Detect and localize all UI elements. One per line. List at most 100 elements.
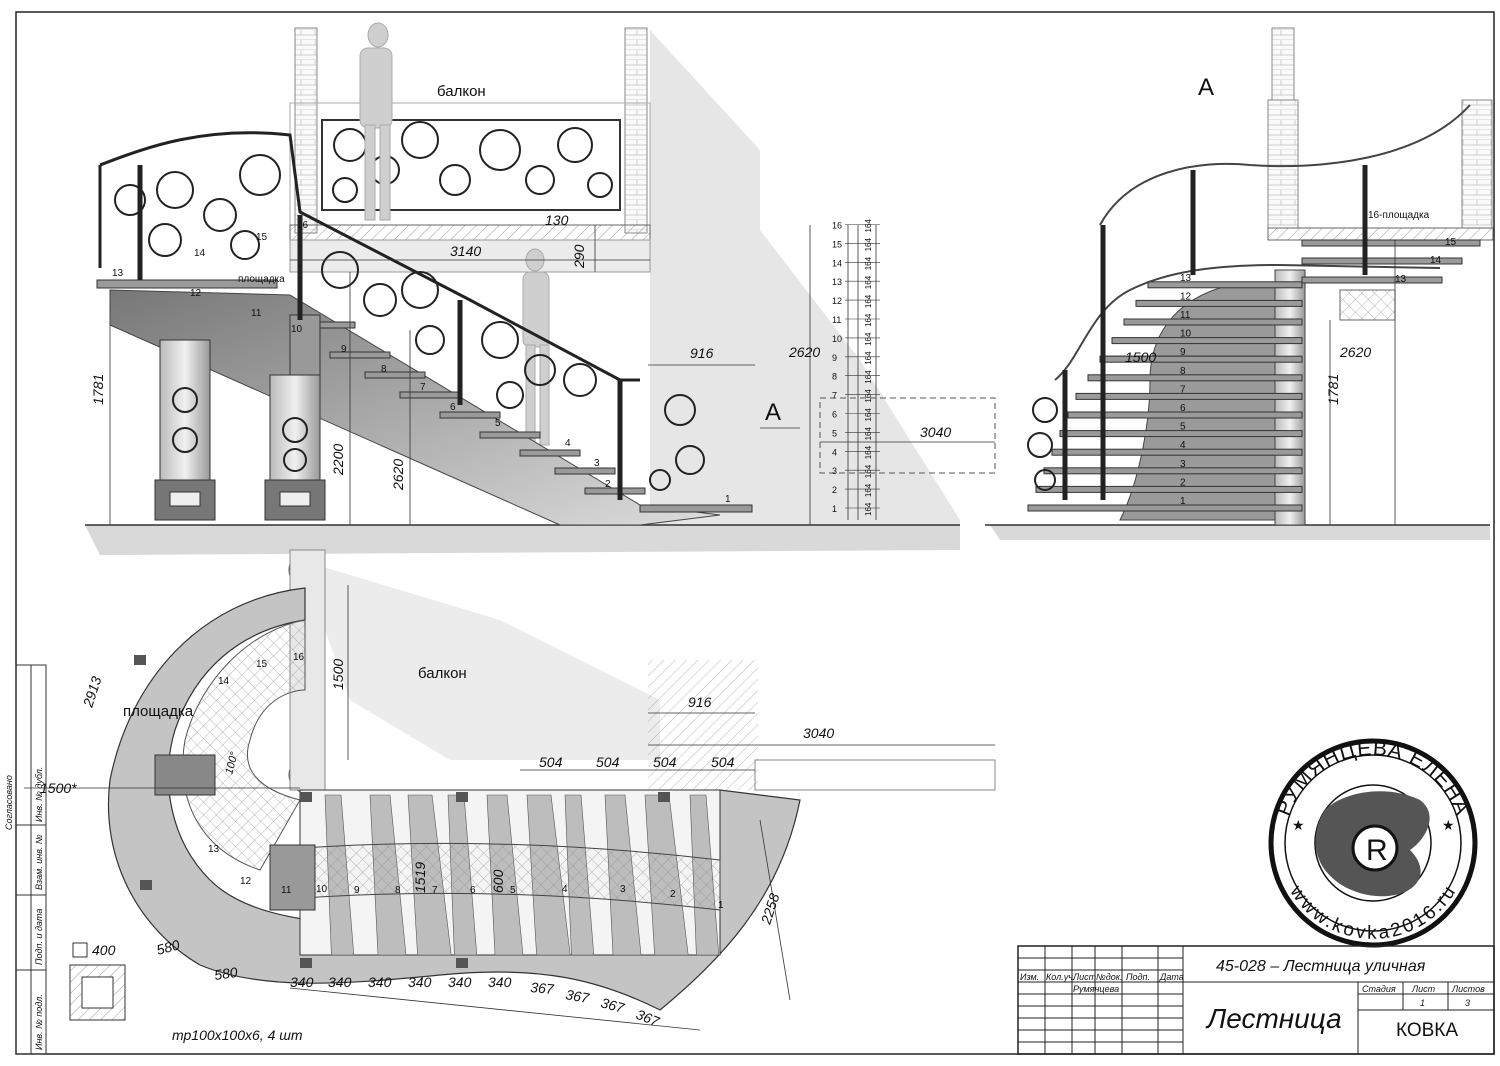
section-step-4: 4 — [1180, 440, 1186, 451]
dim-1781: 1781 — [90, 374, 106, 405]
scale-level-9: 9 — [832, 353, 837, 363]
section-step-3: 3 — [1180, 459, 1186, 470]
step-10: 10 — [291, 324, 303, 335]
scale-level-14: 14 — [832, 258, 842, 268]
company-stamp: R ★ ★ — [1268, 738, 1478, 948]
tb-document-title: 45-028 – Лестница уличная — [1216, 958, 1426, 975]
dim-bottom-7: 340 — [488, 974, 512, 990]
plan-step-9: 9 — [354, 885, 360, 896]
plan-step-14: 14 — [218, 676, 230, 687]
balcony-label: балкон — [437, 83, 486, 100]
plan-step-5: 5 — [510, 885, 516, 896]
riser-height-6: 164 — [864, 408, 873, 422]
dim-bottom-3: 340 — [328, 974, 352, 990]
tb-author: Румянцева — [1073, 984, 1119, 994]
step-1: 1 — [725, 494, 731, 505]
scale-level-11: 11 — [832, 315, 841, 325]
section-step-10: 10 — [1180, 329, 1192, 340]
section-tread — [1059, 430, 1303, 438]
riser-height-5: 164 — [864, 427, 873, 441]
svg-text:★: ★ — [1442, 817, 1455, 833]
landing-label-elevation: площадка — [238, 274, 285, 285]
step-12: 12 — [190, 288, 202, 299]
section-tread — [1111, 337, 1303, 345]
step-5: 5 — [495, 418, 501, 429]
tb-col-list: Лист — [1072, 972, 1097, 982]
left-strip — [15, 664, 47, 1055]
riser-height-4: 164 — [864, 445, 873, 459]
plan-step-13: 13 — [208, 844, 220, 855]
dim-3140: 3140 — [450, 243, 481, 259]
scale-level-5: 5 — [832, 428, 837, 438]
step-11: 11 — [251, 308, 262, 319]
dim-bottom-5: 340 — [408, 974, 432, 990]
dim-2620-left: 2620 — [390, 459, 406, 491]
riser-height-10: 164 — [864, 332, 873, 346]
scale-level-4: 4 — [832, 447, 837, 457]
pipe-note: тр100х100х6, 4 шт — [172, 1027, 303, 1043]
plan-step-3: 3 — [620, 884, 626, 895]
section-tread — [1147, 281, 1303, 289]
tb-col-data: Дата — [1159, 972, 1184, 982]
scale-level-3: 3 — [832, 466, 837, 476]
landing-label-plan: площадка — [123, 703, 194, 720]
title-block — [1017, 945, 1495, 1055]
side-label-sign-date: Подп. и дата — [34, 909, 44, 965]
section-step-13b: 13 — [1395, 274, 1407, 285]
dim-bottom-1: 580 — [213, 964, 239, 983]
svg-text:★: ★ — [1292, 817, 1305, 833]
section-arrow-label: A — [765, 399, 781, 426]
dim-bottom-10: 367 — [599, 994, 627, 1016]
angle-label: 100° — [223, 750, 241, 776]
step-9: 9 — [341, 344, 347, 355]
dim-2620-top: 2620 — [788, 344, 820, 360]
tb-drawing-name: Лестница — [1205, 1003, 1342, 1034]
section-step-5: 5 — [1180, 422, 1186, 433]
tb-sheets-total: 3 — [1465, 998, 1470, 1008]
plan-step-1: 1 — [718, 900, 724, 911]
tb-col-ndok: №док. — [1096, 972, 1122, 982]
tb-sheet-header: Лист — [1411, 984, 1436, 994]
tb-col-izm: Изм. — [1020, 972, 1039, 982]
section-treads — [1027, 281, 1303, 512]
plan-step-12: 12 — [240, 876, 252, 887]
dim-plan-1500h: 1500* — [40, 780, 77, 796]
plan-step-10: 10 — [316, 884, 328, 895]
section-step-2: 2 — [1180, 477, 1186, 488]
dim-bottom-9: 367 — [564, 986, 591, 1006]
step-7: 7 — [420, 382, 426, 393]
section-tread — [1135, 299, 1303, 307]
riser-height-3: 164 — [864, 464, 873, 478]
plan-step-8: 8 — [395, 885, 401, 896]
step-16: 16 — [297, 220, 309, 231]
dim-plan-400: 400 — [92, 942, 116, 958]
scale-level-6: 6 — [832, 410, 837, 420]
scale-level-2: 2 — [832, 485, 837, 495]
section-tread — [1087, 374, 1303, 382]
plan-step-6: 6 — [470, 885, 476, 896]
step-13: 13 — [112, 268, 124, 279]
side-label-replace-inv: Взам. инв. № — [34, 834, 44, 890]
tb-stage-header: Стадия — [1362, 984, 1396, 994]
riser-height-8: 164 — [864, 370, 873, 384]
dim-plan-1519: 1519 — [412, 862, 428, 893]
riser-height-15: 164 — [864, 238, 873, 252]
tb-col-podp: Подп. — [1126, 972, 1150, 982]
riser-height-12: 164 — [864, 294, 873, 308]
riser-height-14: 164 — [864, 256, 873, 270]
step-3: 3 — [594, 458, 600, 469]
tb-sheet-number: 1 — [1420, 998, 1425, 1008]
riser-height-7: 164 — [864, 389, 873, 403]
section-step-12: 12 — [1180, 291, 1192, 302]
step-14: 14 — [194, 248, 206, 259]
section-tread — [1043, 467, 1303, 475]
dim-130: 130 — [545, 212, 569, 228]
tb-sheets-header: Листов — [1451, 984, 1485, 994]
tb-col-koluch: Кол.уч. — [1046, 972, 1075, 982]
dim-bottom-4: 340 — [368, 974, 392, 990]
section-tread — [1035, 485, 1303, 493]
